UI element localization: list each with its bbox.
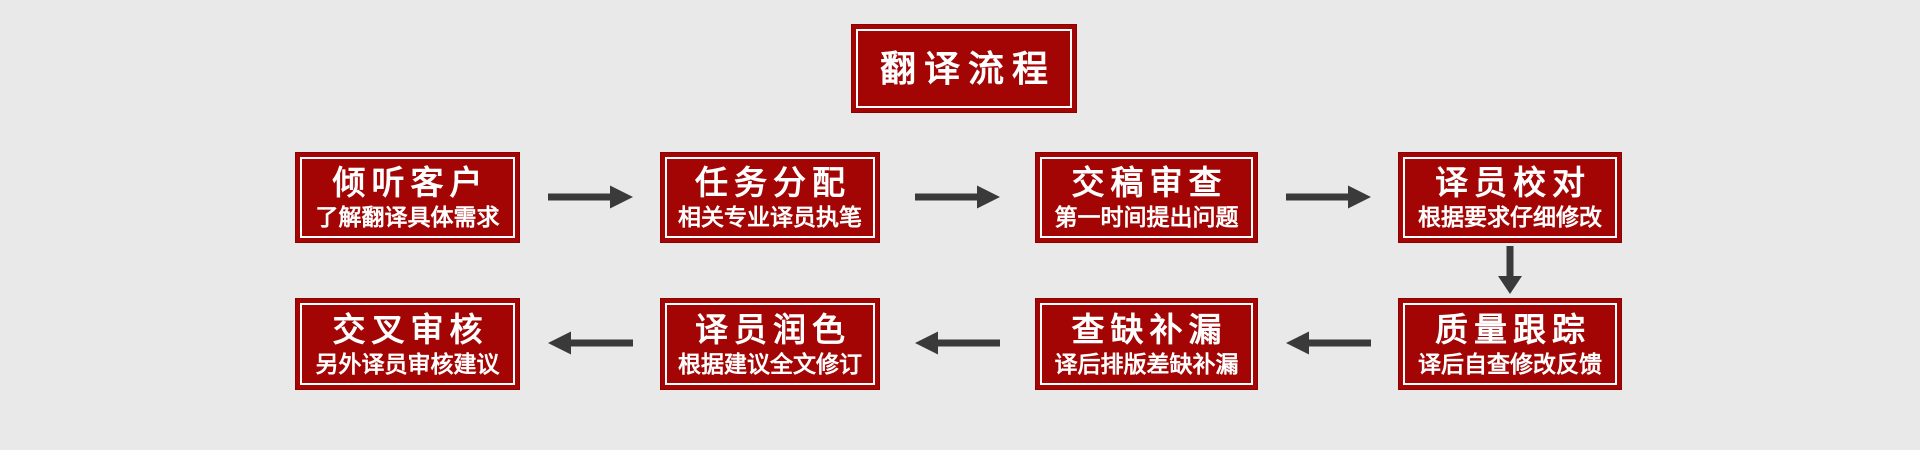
arrow-right-icon (1286, 182, 1371, 212)
step-3-title: 交稿审查 (1071, 164, 1228, 202)
step-3-subtitle: 第一时间提出问题 (1054, 204, 1239, 231)
step-6-title: 查缺补漏 (1071, 310, 1228, 348)
step-8-title: 交叉审核 (332, 310, 489, 348)
step-1-subtitle: 了解翻译具体需求 (315, 204, 500, 231)
arrow-right-icon (548, 182, 633, 212)
arrow-left-icon (915, 328, 1000, 358)
step-box-1: 倾听客户 了解翻译具体需求 (295, 152, 520, 243)
step-5-title: 质量跟踪 (1435, 310, 1591, 348)
step-box-2: 任务分配 相关专业译员执笔 (660, 152, 880, 243)
step-1-title: 倾听客户 (332, 164, 489, 202)
arrow-right-icon (915, 182, 1000, 212)
arrow-down-icon (1494, 246, 1526, 294)
step-7-subtitle: 根据建议全文修订 (678, 350, 862, 377)
step-box-5: 质量跟踪 译后自查修改反馈 (1398, 298, 1622, 390)
step-box-8: 交叉审核 另外译员审核建议 (295, 298, 520, 390)
flow-title-box-inner: 翻译流程 (856, 29, 1072, 108)
step-7-title: 译员润色 (695, 310, 851, 348)
step-box-7: 译员润色 根据建议全文修订 (660, 298, 880, 390)
step-2-subtitle: 相关专业译员执笔 (678, 204, 862, 231)
step-box-6: 查缺补漏 译后排版差缺补漏 (1035, 298, 1258, 390)
step-5-subtitle: 译后自查修改反馈 (1418, 350, 1602, 377)
flow-title: 翻译流程 (879, 47, 1056, 89)
step-4-title: 译员校对 (1435, 164, 1591, 202)
step-8-subtitle: 另外译员审核建议 (315, 350, 500, 377)
step-4-subtitle: 根据要求仔细修改 (1418, 204, 1602, 231)
step-6-subtitle: 译后排版差缺补漏 (1054, 350, 1239, 377)
step-box-3: 交稿审查 第一时间提出问题 (1035, 152, 1258, 243)
arrow-left-icon (548, 328, 633, 358)
flow-title-box: 翻译流程 (851, 24, 1077, 113)
step-2-title: 任务分配 (695, 164, 851, 202)
step-box-4: 译员校对 根据要求仔细修改 (1398, 152, 1622, 243)
arrow-left-icon (1286, 328, 1371, 358)
